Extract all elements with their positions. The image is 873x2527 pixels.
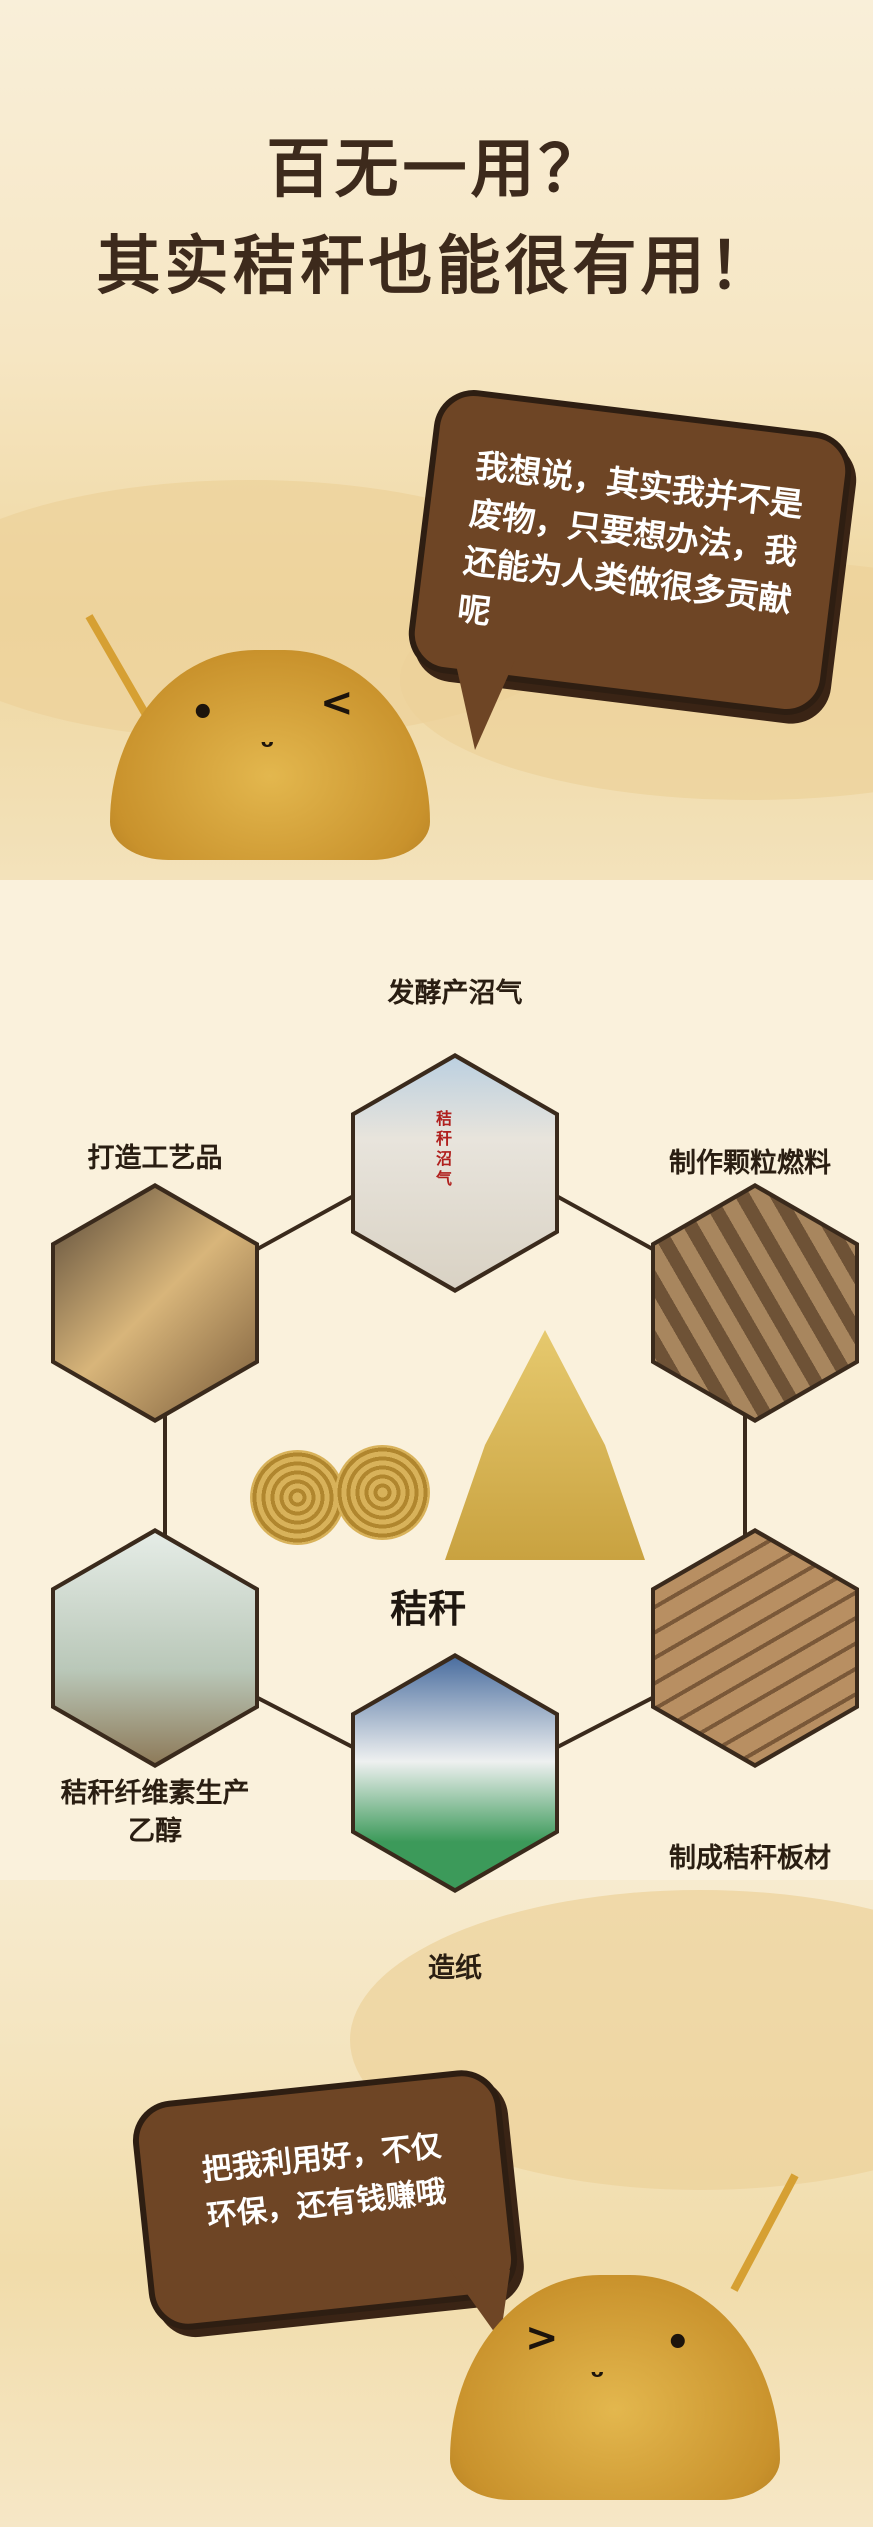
paper-mill-photo <box>355 1658 555 1888</box>
label-biogas: 发酵产沼气 <box>387 978 523 1009</box>
label-paper: 造纸 <box>428 1953 482 1984</box>
straw-bale-icon <box>335 1445 430 1540</box>
straw-board-photo <box>655 1533 855 1763</box>
bubble-tail-top <box>455 660 515 750</box>
center-label: 秸秆 <box>390 1587 467 1631</box>
title-line-2: 其实秸秆也能很有用！ <box>96 230 777 304</box>
ethanol-jar-photo <box>55 1533 255 1763</box>
label-craft: 打造工艺品 <box>87 1143 223 1174</box>
pellet-fuel-photo <box>655 1188 855 1418</box>
speech-text-bottom: 把我利用好，不仅环保，还有钱赚哦 <box>200 2128 448 2235</box>
label-board: 制成秸秆板材 <box>669 1843 831 1874</box>
label-pellet: 制作颗粒燃料 <box>669 1148 831 1179</box>
label-ethanol: 秸秆纤维素生产乙醇 <box>60 1778 250 1847</box>
straw-bale-icon <box>250 1450 345 1545</box>
silo-text: 秸秆沼气 <box>433 1110 452 1190</box>
title-line-1: 百无一用？ <box>266 133 607 207</box>
straw-craft-photo <box>55 1188 255 1418</box>
biogas-silo-photo <box>355 1058 555 1288</box>
